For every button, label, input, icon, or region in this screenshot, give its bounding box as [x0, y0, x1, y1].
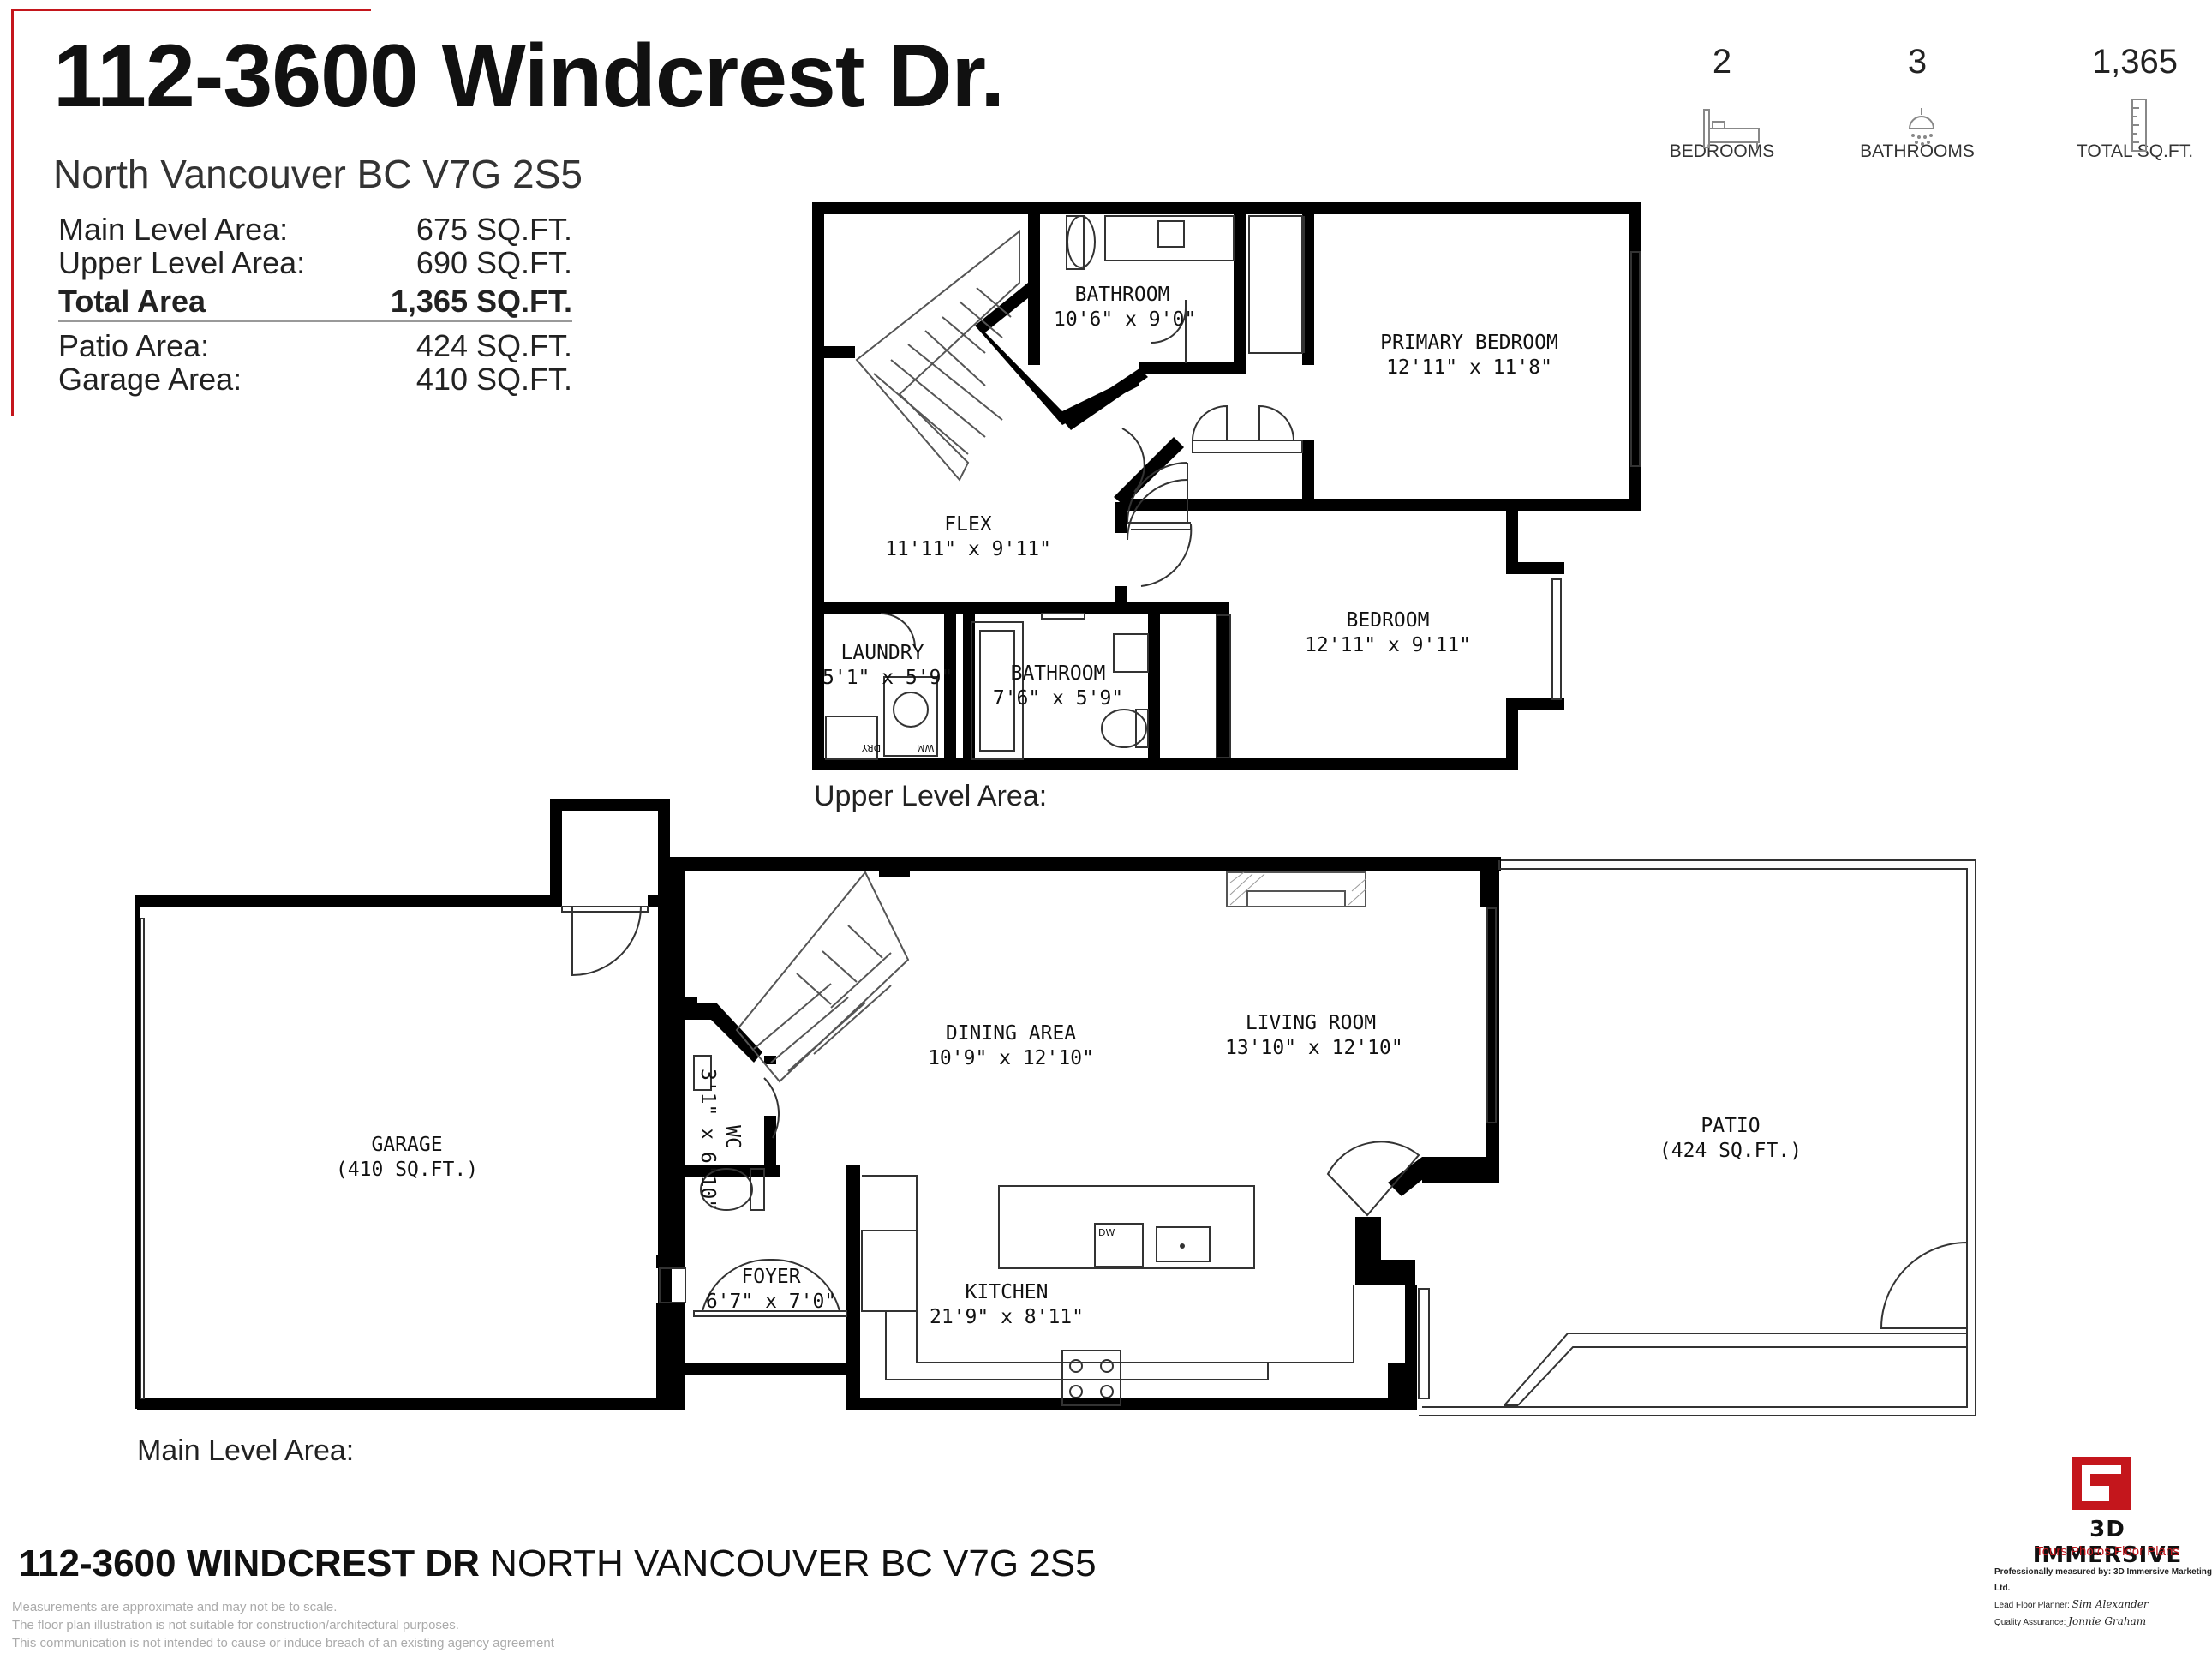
- stat-value: 2: [1712, 43, 1732, 81]
- upper-level-label: Upper Level Area:: [814, 780, 1048, 812]
- room-name: FLEX: [944, 513, 992, 536]
- bed-icon: [1703, 109, 1760, 149]
- room-dimensions: (410 SQ.FT.): [335, 1159, 479, 1181]
- area-row-upper: Upper Level Area: 690 SQ.FT.: [58, 246, 572, 279]
- area-row-main: Main Level Area: 675 SQ.FT.: [58, 213, 572, 246]
- room-name: GARAGE: [371, 1134, 443, 1156]
- room-name: BEDROOM: [1346, 609, 1430, 632]
- area-label: Upper Level Area:: [58, 245, 306, 280]
- room-name: PRIMARY BEDROOM: [1380, 332, 1558, 354]
- room-name: LAUNDRY: [840, 642, 924, 664]
- room-label-laundry: LAUNDRY 5'1" x 5'9": [822, 641, 954, 691]
- room-name: WC: [721, 1125, 744, 1149]
- stat-total-sqft: 1,365 TOTAL SQ.FT.: [2024, 43, 2212, 189]
- room-dimensions: 12'11" x 11'8": [1386, 356, 1552, 379]
- room-label-bedroom: BEDROOM 12'11" x 9'11": [1302, 608, 1474, 658]
- room-name: PATIO: [1701, 1115, 1761, 1137]
- ruler-icon: [2131, 99, 2147, 152]
- lead-planner-label: Lead Floor Planner:: [1994, 1601, 2070, 1610]
- measured-by: Professionally measured by: 3D Immersive…: [1994, 1567, 2212, 1593]
- area-summary-table: Main Level Area: 675 SQ.FT. Upper Level …: [58, 213, 572, 396]
- main-level-walls: [135, 799, 1501, 1410]
- page-subtitle: North Vancouver BC V7G 2S5: [53, 152, 583, 196]
- room-label-bathroom-lower: BATHROOM 7'6" x 5'9": [985, 662, 1131, 711]
- room-dimensions: 6'7" x 7'0": [705, 1291, 837, 1313]
- main-level-label: Main Level Area:: [137, 1434, 355, 1467]
- room-dimensions: 10'6" x 9'0": [1054, 308, 1197, 331]
- room-dimensions: 13'10" x 12'10": [1225, 1037, 1403, 1059]
- stat-value: 1,365: [2091, 43, 2179, 81]
- dishwasher-label: DW: [1098, 1227, 1115, 1238]
- stat-label: BATHROOMS: [1860, 141, 1975, 161]
- company-tagline: Tours Photos Floor Plans: [2036, 1544, 2179, 1559]
- footer-address-street: 112-3600 WINDCREST DR: [19, 1542, 480, 1584]
- room-label-foyer: FOYER 6'7" x 7'0": [702, 1265, 840, 1315]
- stat-bathrooms: 3 BATHROOMS: [1806, 43, 2029, 189]
- room-dimensions: 3'1" x 6'10": [696, 1069, 719, 1212]
- area-label: Total Area: [58, 284, 206, 319]
- room-dimensions: 7'6" x 5'9": [992, 687, 1124, 710]
- area-label: Garage Area:: [58, 362, 242, 397]
- upper-level-walls: [812, 202, 1641, 770]
- room-label-wc: WC 3'1" x 6'10": [695, 1069, 744, 1212]
- company-name: 3D IMMERSIVE: [2032, 1517, 2183, 1568]
- area-row-total: Total Area 1,365 SQ.FT.: [58, 283, 572, 322]
- stat-label: BEDROOMS: [1669, 141, 1775, 161]
- footer-address: 112-3600 WINDCREST DR NORTH VANCOUVER BC…: [19, 1542, 1097, 1585]
- quality-assurance: Quality Assurance: Jonnie Graham: [1994, 1614, 2212, 1631]
- qa-label: Quality Assurance:: [1994, 1618, 2066, 1627]
- area-value: 1,365 SQ.FT.: [390, 284, 572, 319]
- room-label-patio: PATIO (424 SQ.FT.): [1653, 1114, 1808, 1164]
- footer-address-city: NORTH VANCOUVER BC V7G 2S5: [479, 1542, 1097, 1584]
- lead-planner: Lead Floor Planner: Sim Alexander: [1994, 1596, 2212, 1614]
- room-name: BATHROOM: [1074, 284, 1170, 306]
- room-label-dining-area: DINING AREA 10'9" x 12'10": [925, 1021, 1097, 1071]
- area-value: 410 SQ.FT.: [415, 362, 572, 397]
- room-dimensions: 10'9" x 12'10": [928, 1047, 1094, 1069]
- credits: Professionally measured by: 3D Immersive…: [1994, 1564, 2212, 1631]
- area-row-patio: Patio Area: 424 SQ.FT.: [58, 329, 572, 362]
- disclaimer: Measurements are approximate and may not…: [12, 1598, 554, 1652]
- area-value: 424 SQ.FT.: [415, 328, 572, 363]
- room-name: FOYER: [741, 1266, 801, 1288]
- lead-planner-signature: Sim Alexander: [2072, 1598, 2149, 1610]
- washer-label: WM: [917, 742, 935, 753]
- dryer-label: DRY: [862, 742, 882, 753]
- room-name: DINING AREA: [945, 1022, 1077, 1045]
- room-label-primary-bedroom: PRIMARY BEDROOM 12'11" x 11'8": [1345, 331, 1593, 380]
- header-accent-line-vertical: [11, 9, 14, 416]
- qa-signature: Jonnie Graham: [2068, 1615, 2147, 1627]
- room-name: LIVING ROOM: [1245, 1012, 1377, 1034]
- room-dimensions: (424 SQ.FT.): [1659, 1140, 1802, 1162]
- upper-level-details: [825, 215, 1641, 760]
- header-accent-line: [11, 9, 371, 11]
- disclaimer-line: Measurements are approximate and may not…: [12, 1600, 338, 1614]
- room-label-living-room: LIVING ROOM 13'10" x 12'10": [1225, 1011, 1403, 1061]
- area-label: Patio Area:: [58, 328, 210, 363]
- stat-bedrooms: 2 BEDROOMS: [1611, 43, 1833, 189]
- company-logo: [2072, 1457, 2131, 1510]
- area-label: Main Level Area:: [58, 212, 289, 247]
- area-value: 690 SQ.FT.: [415, 245, 572, 280]
- stat-value: 3: [1907, 43, 1928, 81]
- room-label-bathroom-upper: BATHROOM 10'6" x 9'0": [1054, 283, 1197, 332]
- room-dimensions: 21'9" x 8'11": [929, 1306, 1084, 1328]
- room-dimensions: 5'1" x 5'9": [822, 667, 954, 689]
- fireplace: [1226, 871, 1366, 907]
- room-label-garage: GARAGE (410 SQ.FT.): [326, 1133, 488, 1183]
- main-level-details: [140, 859, 1976, 1416]
- disclaimer-line: The floor plan illustration is not suita…: [12, 1618, 459, 1632]
- shower-icon: [1908, 108, 1935, 146]
- room-name: KITCHEN: [965, 1281, 1049, 1303]
- room-label-kitchen: KITCHEN 21'9" x 8'11": [925, 1280, 1088, 1330]
- room-name: BATHROOM: [1010, 662, 1106, 685]
- room-label-flex: FLEX 11'11" x 9'11": [882, 512, 1054, 562]
- page-title: 112-3600 Windcrest Dr.: [53, 27, 1005, 126]
- room-dimensions: 12'11" x 9'11": [1305, 634, 1471, 656]
- area-value: 675 SQ.FT.: [415, 212, 572, 247]
- disclaimer-line: This communication is not intended to ca…: [12, 1636, 554, 1650]
- room-dimensions: 11'11" x 9'11": [885, 538, 1051, 560]
- area-row-garage: Garage Area: 410 SQ.FT.: [58, 362, 572, 396]
